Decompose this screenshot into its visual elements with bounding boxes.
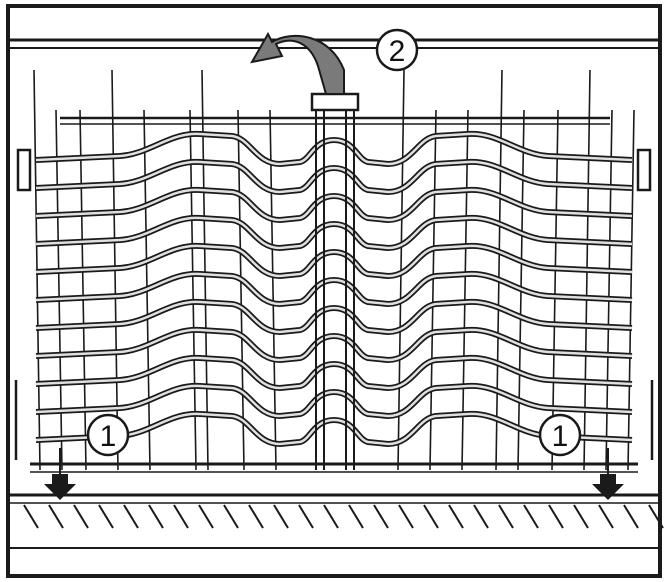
plate-wire-highlight: [35, 328, 633, 362]
callout-label: 2: [389, 35, 406, 68]
down-arrow-icon: [44, 448, 76, 500]
plate-wire-highlight: [35, 412, 633, 446]
plate-wire-highlight: [35, 300, 633, 334]
tine: [598, 504, 614, 529]
tine: [223, 504, 239, 529]
tine: [448, 504, 464, 529]
tine: [173, 504, 189, 529]
tine: [473, 504, 489, 529]
plate-rack-wires: [35, 130, 633, 448]
tine: [423, 504, 439, 529]
plate-wire-highlight: [35, 272, 633, 306]
tine: [23, 504, 39, 529]
vertical-wire: [461, 109, 469, 471]
tine: [398, 504, 414, 529]
lower-basket-tines: [23, 504, 664, 529]
tine: [523, 504, 539, 529]
tine: [323, 504, 339, 529]
tine: [373, 504, 389, 529]
callout-label: 1: [100, 420, 117, 453]
center-handle: [310, 92, 360, 470]
back-rail: [10, 38, 658, 125]
tine: [248, 504, 264, 529]
plate-wire-highlight: [35, 188, 633, 222]
tine: [123, 504, 139, 529]
tine: [298, 504, 314, 529]
plate-wire-highlight: [35, 244, 633, 278]
side-posts: [14, 148, 654, 460]
tine: [623, 504, 639, 529]
vertical-wire: [495, 69, 503, 471]
tine: [48, 504, 64, 529]
tine: [348, 504, 364, 529]
tine: [573, 504, 589, 529]
tine: [148, 504, 164, 529]
callout-step-1-right: 1: [538, 413, 582, 457]
tine: [648, 504, 664, 529]
callout-step-2: 2: [375, 28, 419, 72]
down-arrow-icon: [592, 448, 624, 500]
tine: [73, 504, 89, 529]
vertical-wire: [269, 109, 277, 471]
tine: [198, 504, 214, 529]
plate-wire-highlight: [35, 132, 633, 166]
tine: [98, 504, 114, 529]
plate-wire-highlight: [35, 216, 633, 250]
plate-wire-highlight: [35, 356, 633, 390]
tine: [273, 504, 289, 529]
tine: [548, 504, 564, 529]
plate-wire-highlight: [35, 384, 633, 418]
bottom-rail: [10, 462, 658, 549]
vertical-wire: [189, 109, 197, 471]
tine: [498, 504, 514, 529]
rotate-arrow-icon: [250, 31, 345, 95]
vertical-wire: [429, 109, 437, 471]
callout-step-1-left: 1: [86, 413, 130, 457]
vertical-wire: [237, 109, 245, 471]
plate-wire-highlight: [35, 160, 633, 194]
callout-label: 1: [552, 420, 569, 453]
